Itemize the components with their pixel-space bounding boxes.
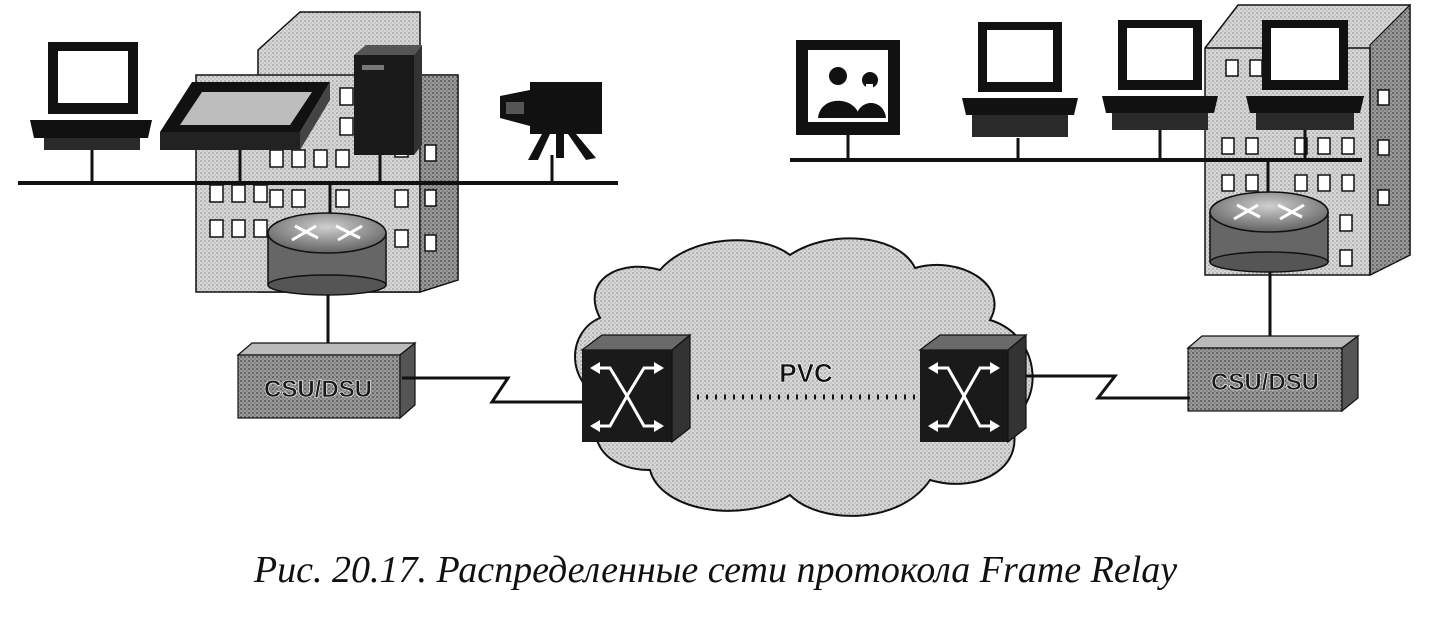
figure-caption: Рис. 20.17. Распределенные сети протокол…: [253, 549, 1178, 591]
router-icon: [1209, 191, 1329, 273]
video-camera-icon: [500, 82, 602, 160]
left-site: CSU/DSU: [18, 11, 618, 420]
right-site: CSU/DSU: [790, 3, 1411, 413]
computer-icon: [30, 42, 152, 150]
computer-icon: [1246, 20, 1364, 130]
computer-icon: [962, 22, 1078, 137]
video-monitor-icon: [796, 40, 900, 135]
right-csu-dsu: CSU/DSU: [1186, 334, 1360, 413]
frame-relay-diagram: CSU/DSU PVC: [18, 3, 1411, 517]
pvc-label: PVC: [779, 358, 833, 388]
left-csu-dsu: CSU/DSU: [236, 341, 417, 420]
router-icon: [267, 212, 387, 296]
left-serial-link: [402, 376, 585, 404]
frame-relay-switch-icon: [918, 333, 1028, 444]
frame-relay-cloud: PVC: [574, 237, 1034, 517]
frame-relay-switch-icon: [580, 333, 692, 444]
server-tower-icon: [354, 45, 422, 155]
computer-icon: [1102, 20, 1218, 130]
scanner-icon: [160, 82, 330, 150]
right-serial-link: [1026, 374, 1190, 400]
left-csu-dsu-label: CSU/DSU: [264, 376, 372, 403]
right-csu-dsu-label: CSU/DSU: [1211, 369, 1319, 396]
